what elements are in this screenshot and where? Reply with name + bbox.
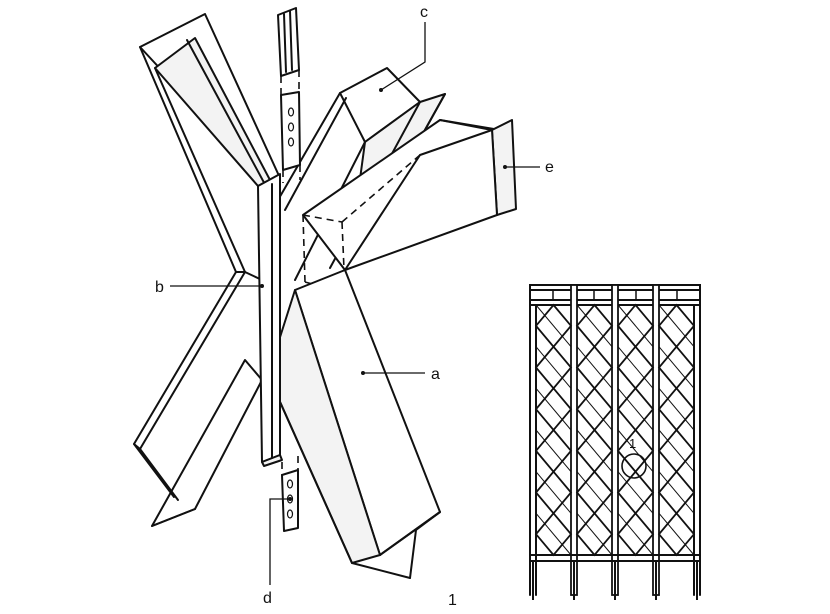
grille-brace-9 [576,388,613,431]
detail-marker-label: 1 [629,436,636,451]
grille-post-3 [652,284,660,596]
grille-brace-16 [617,429,654,472]
lower-left-diagonal-member [133,271,263,527]
grille-brace-11 [576,471,613,514]
label-b: b [155,279,164,296]
grille-brace-21 [658,388,695,431]
grille-brace-22 [658,429,695,472]
grille-brace-4 [535,429,572,472]
leader-lines [170,22,540,585]
grille-brace-23 [658,471,695,514]
grille-brace-12 [576,513,613,556]
grille-brace-24 [658,513,695,556]
grille-top-tabs [552,290,678,300]
grille-post-1 [570,284,578,596]
grille-brace-13 [617,304,654,347]
lower-right-diagonal-member [267,269,441,579]
exploded-joint-detail: b c e a d 1 [133,4,554,609]
grille-brace-18 [617,513,654,556]
grille-brace-7 [576,304,613,347]
grille-brace-10 [576,429,613,472]
lattice-grille-elevation: 1 [529,284,701,600]
grille-brace-20 [658,346,695,389]
grille-brace-6 [535,513,572,556]
grille-brace-19 [658,304,695,347]
grille-post-2 [611,284,619,596]
vertical-flat-bar [257,173,283,467]
grille-brace-3 [535,388,572,431]
grille-brace-8 [576,346,613,389]
label-c: c [420,4,428,21]
rear-beam [302,119,517,294]
grille-brace-1 [535,304,572,347]
label-a: a [431,366,440,383]
grille-brace-5 [535,471,572,514]
label-d: d [263,590,272,607]
grille-brace-15 [617,388,654,431]
detail-marker-circle [621,453,647,479]
upper-left-diagonal-member [139,13,281,273]
lower-strap [281,456,299,532]
upper-strap [277,7,301,183]
figure-number: 1 [448,592,457,609]
grille-brace-14 [617,346,654,389]
grille-vertical-posts [532,284,698,600]
grille-brace-17 [617,471,654,514]
label-e: e [545,159,554,176]
grille-brace-2 [535,346,572,389]
